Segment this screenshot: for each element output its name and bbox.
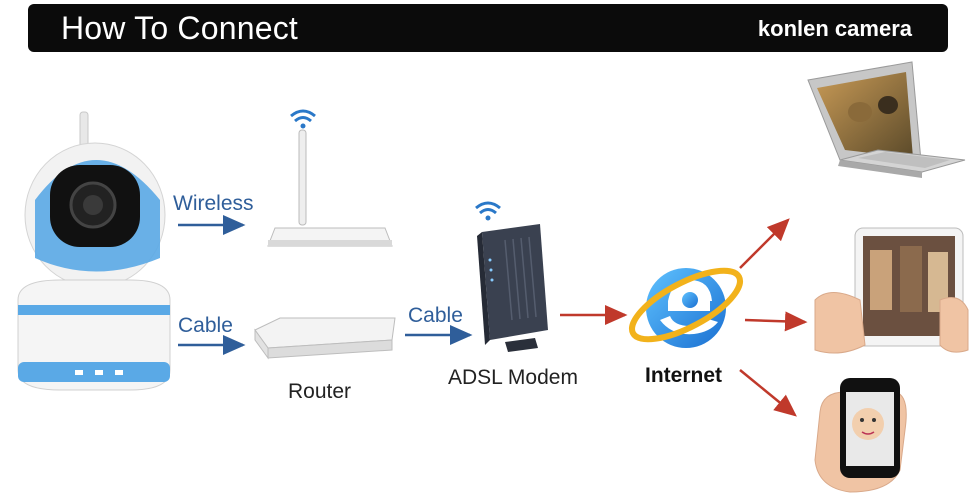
router-label: Router [288, 380, 352, 403]
brand-label: konlen camera [757, 16, 912, 41]
internet-tablet-arrow [744, 311, 808, 332]
cable-modem-label: Cable [408, 304, 463, 327]
cable-camera-label: Cable [178, 314, 233, 337]
wired-router-icon [254, 317, 396, 360]
internet-icon [629, 267, 743, 348]
smartphone-icon [814, 378, 907, 493]
internet-phone-arrow [739, 369, 797, 417]
page-title: How To Connect [61, 10, 299, 46]
internet-label: Internet [645, 364, 723, 387]
header-banner: How To Connect konlen camera [28, 4, 948, 52]
ip-camera-icon [17, 111, 171, 391]
modem-label: ADSL Modem [448, 366, 578, 389]
wireless-label: Wireless [173, 192, 254, 215]
laptop-icon [807, 61, 966, 178]
wireless-router-icon [267, 109, 393, 247]
internet-laptop-arrow [739, 218, 790, 269]
tablet-icon [814, 227, 969, 354]
adsl-modem-icon [475, 201, 548, 352]
